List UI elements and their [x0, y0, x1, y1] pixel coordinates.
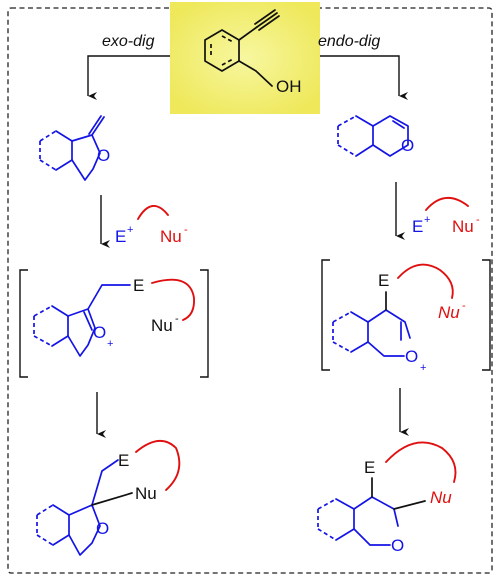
right-bracket-a — [200, 269, 209, 378]
endo-aromatic-dashes — [337, 115, 357, 157]
prod2-e-label: E — [364, 458, 375, 477]
exo-methylene-isobenzofuran: O — [39, 115, 110, 181]
endo-dig-label: endo-dig — [318, 33, 380, 50]
left-bracket-a — [19, 269, 28, 378]
prod1-ch2 — [91, 459, 119, 506]
exo-branch-arrow — [87, 55, 170, 100]
endo-o-label: O — [401, 136, 414, 155]
oh-label: OH — [276, 77, 302, 96]
prod1-ring-bonds — [52, 504, 70, 546]
exo-o-label: O — [97, 146, 110, 165]
prod1-e-label: E — [118, 451, 129, 470]
svg-text:-: - — [184, 224, 188, 236]
int1-e-label: E — [133, 276, 144, 295]
prod2-aromatic-dashes — [317, 498, 337, 541]
prod1-o-label: O — [96, 519, 109, 538]
prod1-furan-ring — [68, 504, 101, 556]
svg-text:+: + — [424, 214, 430, 226]
exo-reagent-nu: Nu — [160, 227, 182, 246]
endo-branch-arrow — [320, 55, 408, 100]
endo-oxocarbenium: E O + Nu - — [321, 259, 491, 374]
prod1-nu-label: Nu — [135, 484, 157, 503]
exo-ring-bonds — [55, 130, 73, 171]
int1-nu-label: Nu — [151, 316, 173, 335]
svg-text:-: - — [175, 313, 179, 325]
prod2-c-nu-bond — [393, 500, 426, 510]
int1-oxonium-double — [83, 311, 93, 331]
endo-ring-bonds — [355, 115, 374, 157]
prod2-nu-arc — [385, 441, 457, 483]
int1-furan-ring — [67, 308, 96, 357]
triple-bond — [254, 9, 280, 31]
exo-dig-label: exo-dig — [102, 33, 155, 50]
svg-text:-: - — [476, 214, 480, 226]
endo-double-bond — [392, 120, 405, 129]
int1-ch2e — [87, 284, 131, 310]
exo-furan-ring — [71, 134, 101, 181]
svg-text:+: + — [420, 362, 426, 374]
int1-aromatic-dashes — [33, 305, 53, 347]
svg-text:-: - — [462, 300, 466, 312]
int2-e-label: E — [378, 271, 389, 290]
aromatic-dashes — [210, 35, 234, 66]
endo-reagent-e: E — [412, 217, 423, 236]
int2-nu-label: Nu — [438, 303, 460, 322]
endo-reagent: E + Nu - — [412, 197, 480, 236]
ch2-bond — [238, 60, 273, 87]
starting-material: OH — [170, 2, 320, 114]
exo-reagent-e: E — [115, 227, 126, 246]
exo-reagent-arc — [137, 205, 169, 220]
int2-o-label: O — [405, 347, 418, 366]
prod2-o-label: O — [391, 536, 404, 555]
exo-methylene — [88, 115, 105, 136]
exo-oxocarbenium: O + E Nu - — [19, 269, 209, 378]
alkyne-bond — [238, 26, 258, 41]
endo-product: E Nu O — [317, 441, 457, 555]
prod1-aromatic-dashes — [36, 504, 54, 546]
prod2-pyran-ring — [353, 496, 399, 546]
int2-ring-bonds — [350, 311, 369, 353]
svg-text:+: + — [107, 338, 113, 350]
int2-aromatic-dashes — [332, 311, 352, 353]
right-bracket-b — [482, 259, 491, 371]
prod1-c-nu-bond — [91, 492, 133, 506]
int1-nu-arc — [151, 278, 195, 321]
endo-pyran-ring — [372, 115, 409, 157]
endo-reagent-arc — [425, 197, 469, 211]
int2-pyran-ring — [367, 309, 411, 357]
highlight-box — [170, 2, 320, 114]
endo-reagent-nu: Nu — [452, 217, 474, 236]
exo-aromatic-dashes — [39, 130, 57, 171]
exo-reagent: E + Nu - — [115, 205, 188, 246]
int1-ring-bonds — [51, 305, 69, 347]
exo-product: E Nu O — [36, 440, 181, 556]
prod2-nu-label: Nu — [430, 488, 452, 507]
prod1-nu-arc — [135, 440, 181, 491]
int2-nu-arc — [397, 263, 454, 299]
endo-isochromene: O — [337, 115, 414, 157]
int1-o-label: O — [93, 323, 106, 342]
left-bracket-b — [321, 259, 330, 371]
svg-text:+: + — [127, 224, 133, 236]
prod2-ring-bonds — [335, 498, 355, 541]
